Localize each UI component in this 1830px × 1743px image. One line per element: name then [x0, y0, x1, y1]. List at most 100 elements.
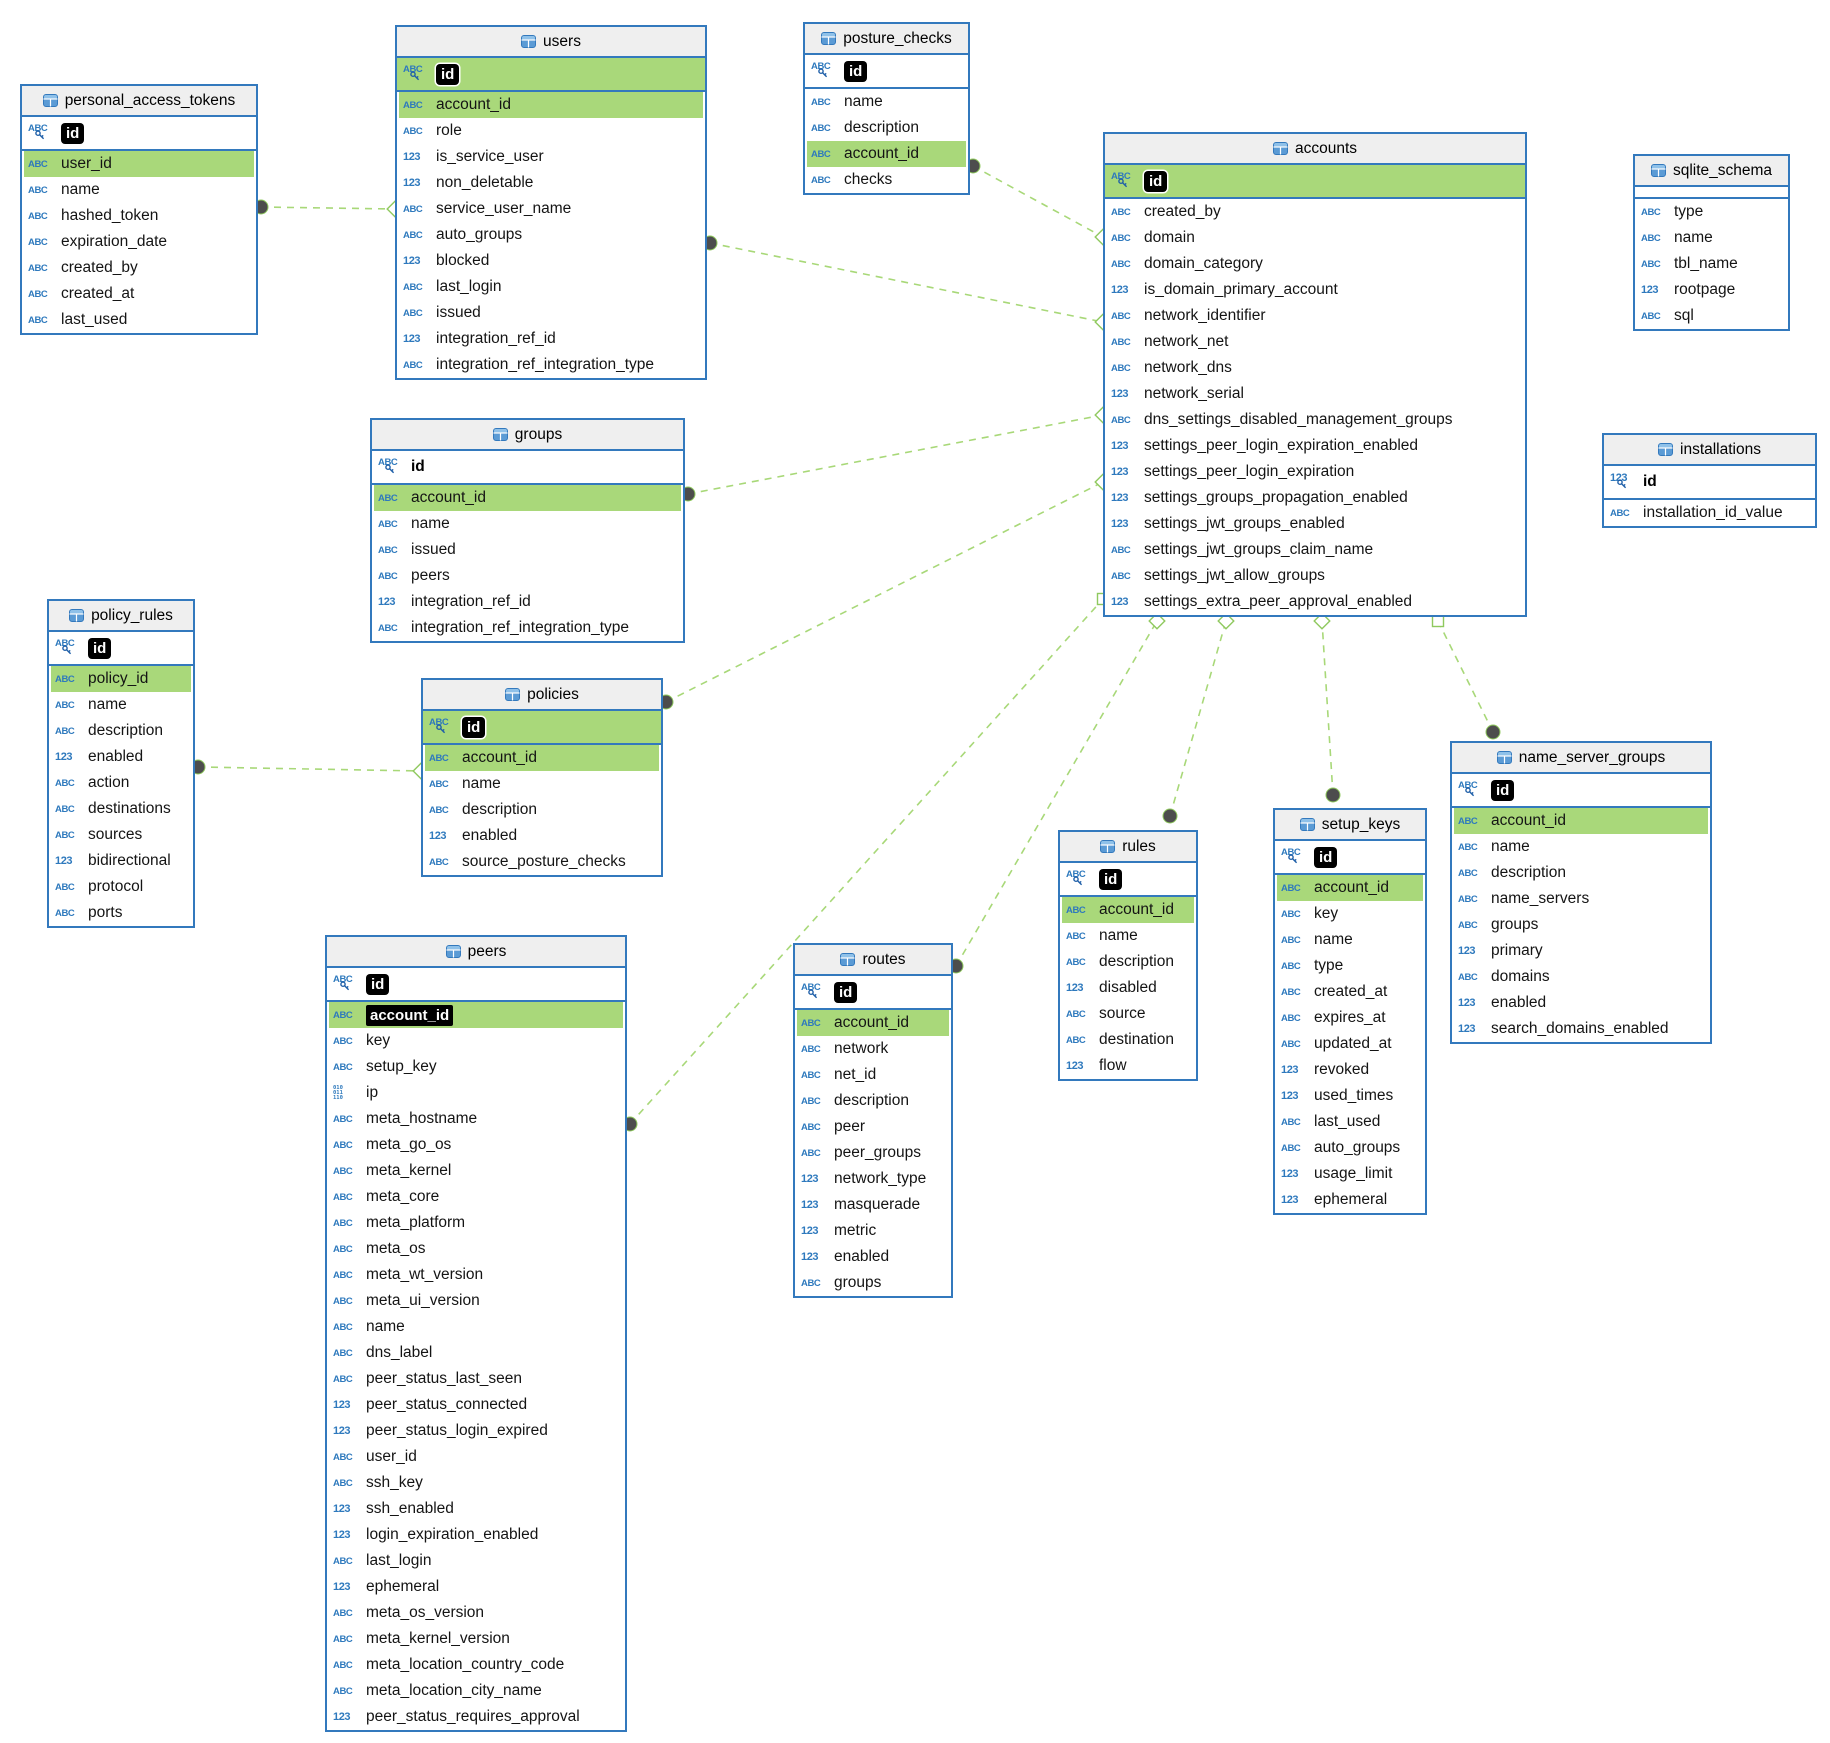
- table-header-routes[interactable]: routes: [795, 945, 951, 976]
- table-header-setup_keys[interactable]: setup_keys: [1275, 810, 1425, 841]
- table-header-groups[interactable]: groups: [372, 420, 683, 451]
- table-header-installations[interactable]: installations: [1604, 435, 1815, 466]
- table-header-posture_checks[interactable]: posture_checks: [805, 24, 968, 55]
- table-header-name_server_groups[interactable]: name_server_groups: [1452, 743, 1710, 774]
- table-header-personal_access_tokens[interactable]: personal_access_tokens: [22, 86, 256, 117]
- table-header-sqlite_schema[interactable]: sqlite_schema: [1635, 156, 1788, 187]
- table-header-users[interactable]: users: [397, 27, 705, 58]
- table-header-policies[interactable]: policies: [423, 680, 661, 711]
- table-header-peers[interactable]: peers: [327, 937, 625, 968]
